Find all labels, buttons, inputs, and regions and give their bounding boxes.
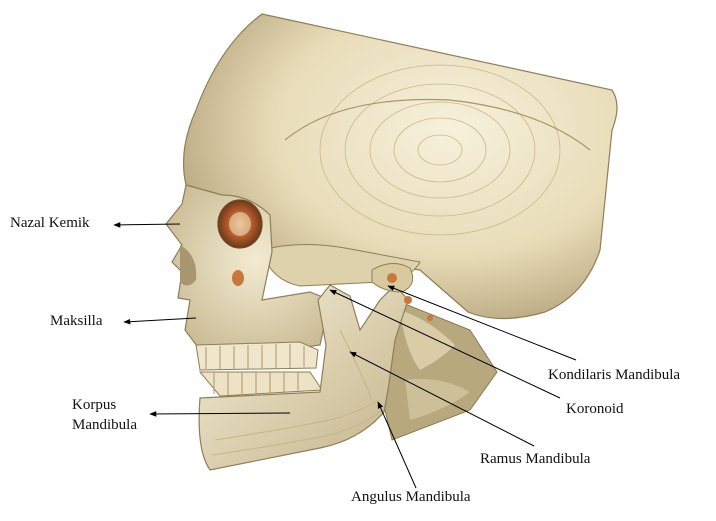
teeth xyxy=(196,342,322,396)
label-nazal-kemik: Nazal Kemik xyxy=(10,214,90,232)
label-korpus-line1: Korpus xyxy=(72,396,116,414)
label-ramus-mandibula: Ramus Mandibula xyxy=(480,450,590,468)
label-angulus-mandibula: Angulus Mandibula xyxy=(351,488,471,506)
label-korpus-line2: Mandibula xyxy=(72,416,137,434)
label-koronoid: Koronoid xyxy=(566,400,624,418)
leader-maksilla xyxy=(124,318,196,322)
label-maksilla: Maksilla xyxy=(50,312,103,330)
label-kondilaris-mandibula: Kondilaris Mandibula xyxy=(548,366,680,384)
